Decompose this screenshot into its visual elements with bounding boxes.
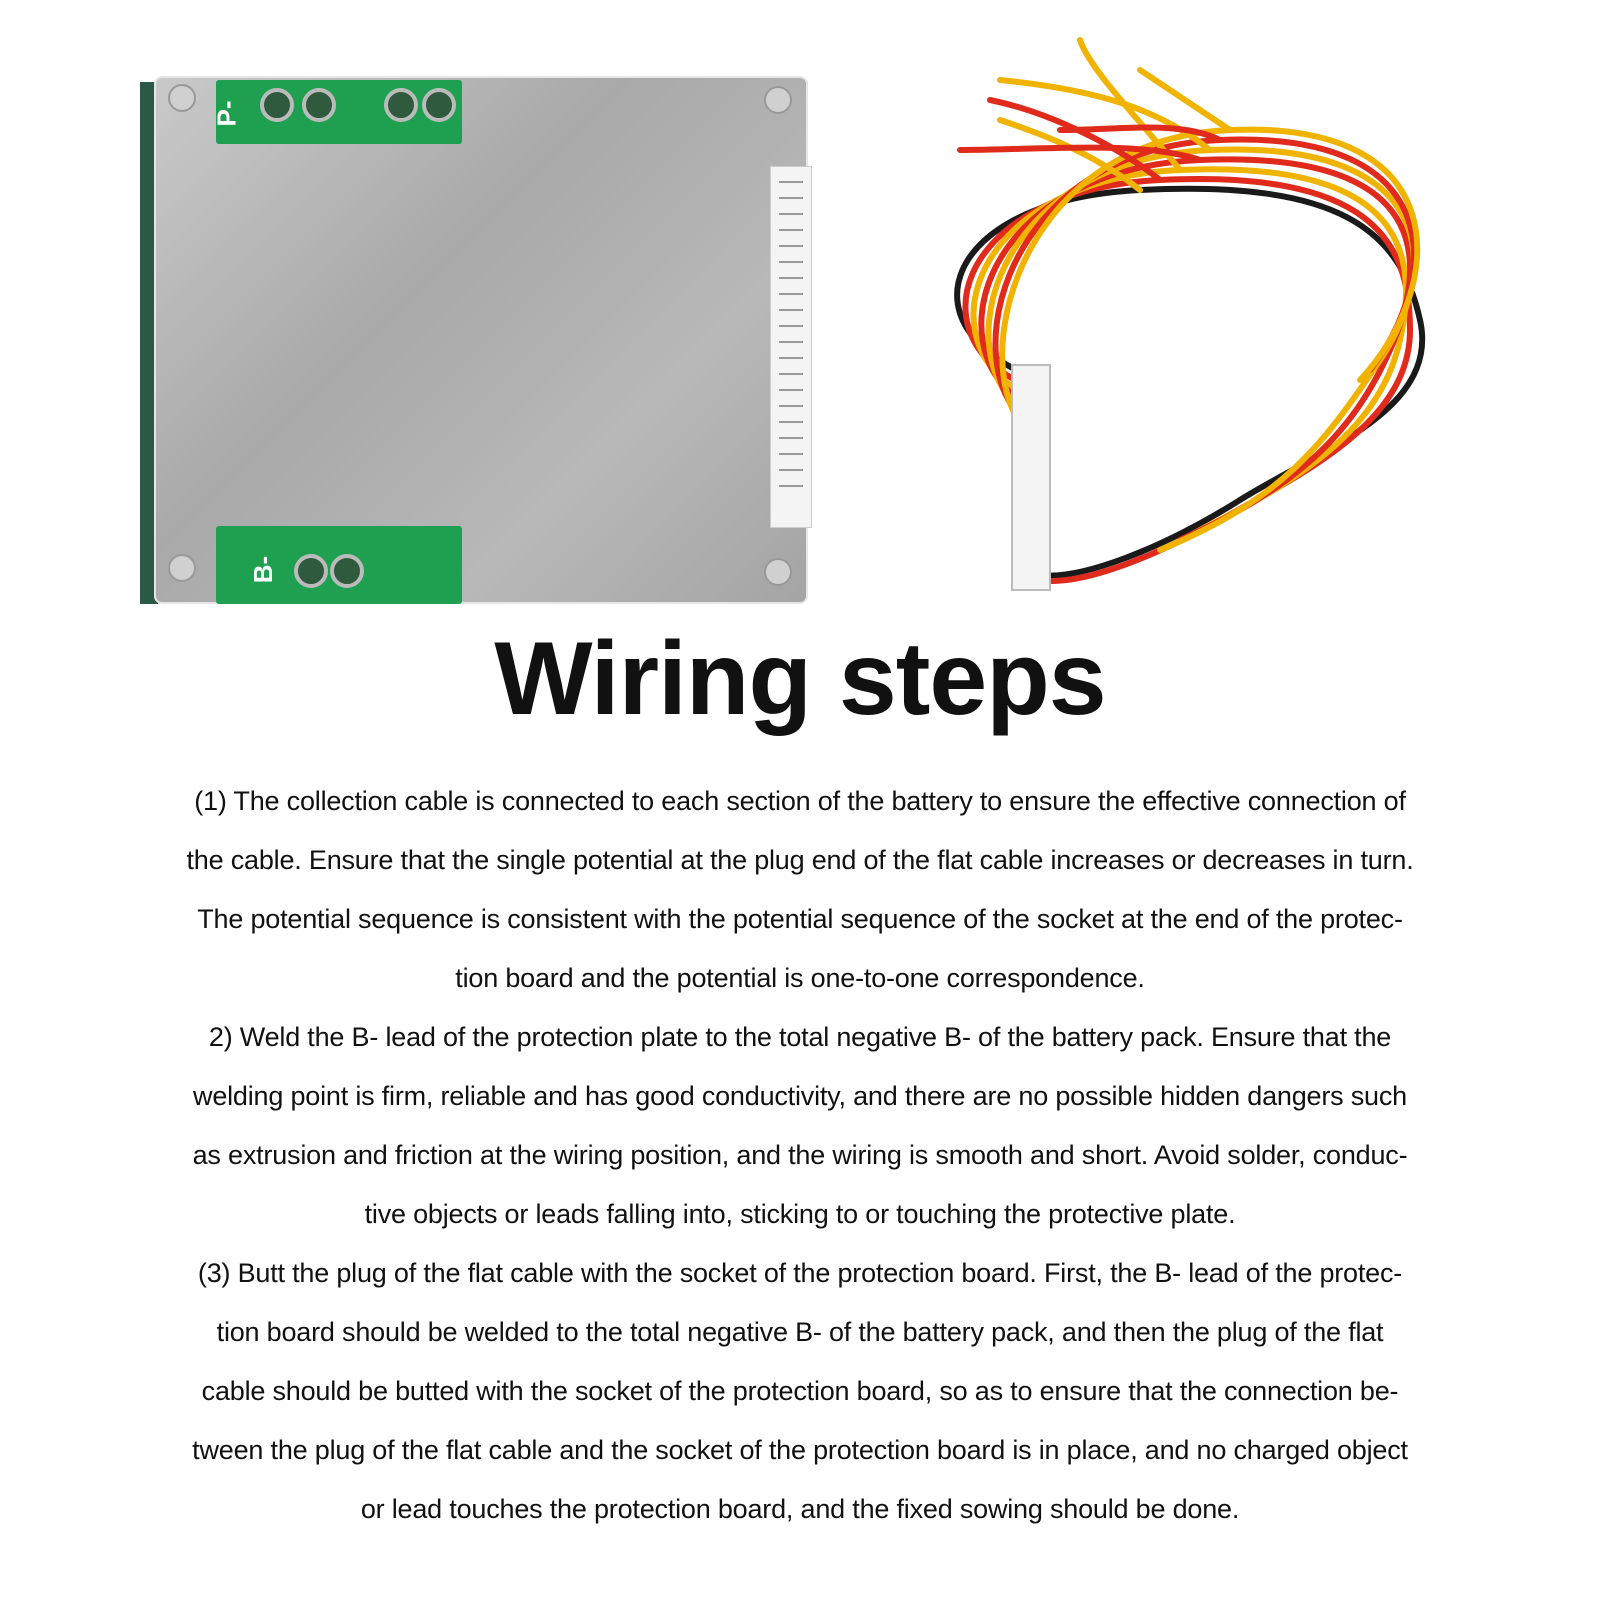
instruction-line: or lead touches the protection board, an… — [360, 1494, 1240, 1524]
p-minus-pad — [216, 80, 462, 144]
instruction-line: tive objects or leads falling into, stic… — [364, 1199, 1236, 1229]
instruction-line: (3) Butt the plug of the flat cable with… — [197, 1258, 1403, 1288]
instruction-line: tion board should be welded to the total… — [216, 1317, 1384, 1347]
instruction-line: tion board and the potential is one-to-o… — [455, 963, 1145, 993]
instruction-line: the cable. Ensure that the single potent… — [186, 845, 1414, 875]
wires — [954, 37, 1426, 584]
b-minus-label: B- — [248, 555, 279, 584]
bms-protection-board-image: P- B- — [140, 76, 812, 606]
balance-wire-harness-image — [954, 37, 1426, 591]
instruction-line: cable should be butted with the socket o… — [201, 1376, 1399, 1406]
instruction-line: The potential sequence is consistent wit… — [197, 904, 1403, 934]
instruction-line: 2) Weld the B- lead of the protection pl… — [208, 1022, 1392, 1052]
balance-socket — [770, 166, 812, 528]
instruction-line: (1) The collection cable is connected to… — [194, 786, 1406, 816]
pcb-edge — [140, 82, 158, 604]
instruction-line: as extrusion and friction at the wiring … — [192, 1140, 1408, 1170]
p-minus-label: P- — [211, 100, 242, 127]
wiring-instructions: (1) The collection cable is connected to… — [0, 772, 1600, 1539]
page-title: Wiring steps — [494, 621, 1106, 737]
wire-plug — [1011, 364, 1051, 591]
instruction-line: tween the plug of the flat cable and the… — [192, 1435, 1408, 1465]
aluminum-plate — [154, 76, 808, 604]
instruction-line: welding point is firm, reliable and has … — [193, 1081, 1407, 1111]
